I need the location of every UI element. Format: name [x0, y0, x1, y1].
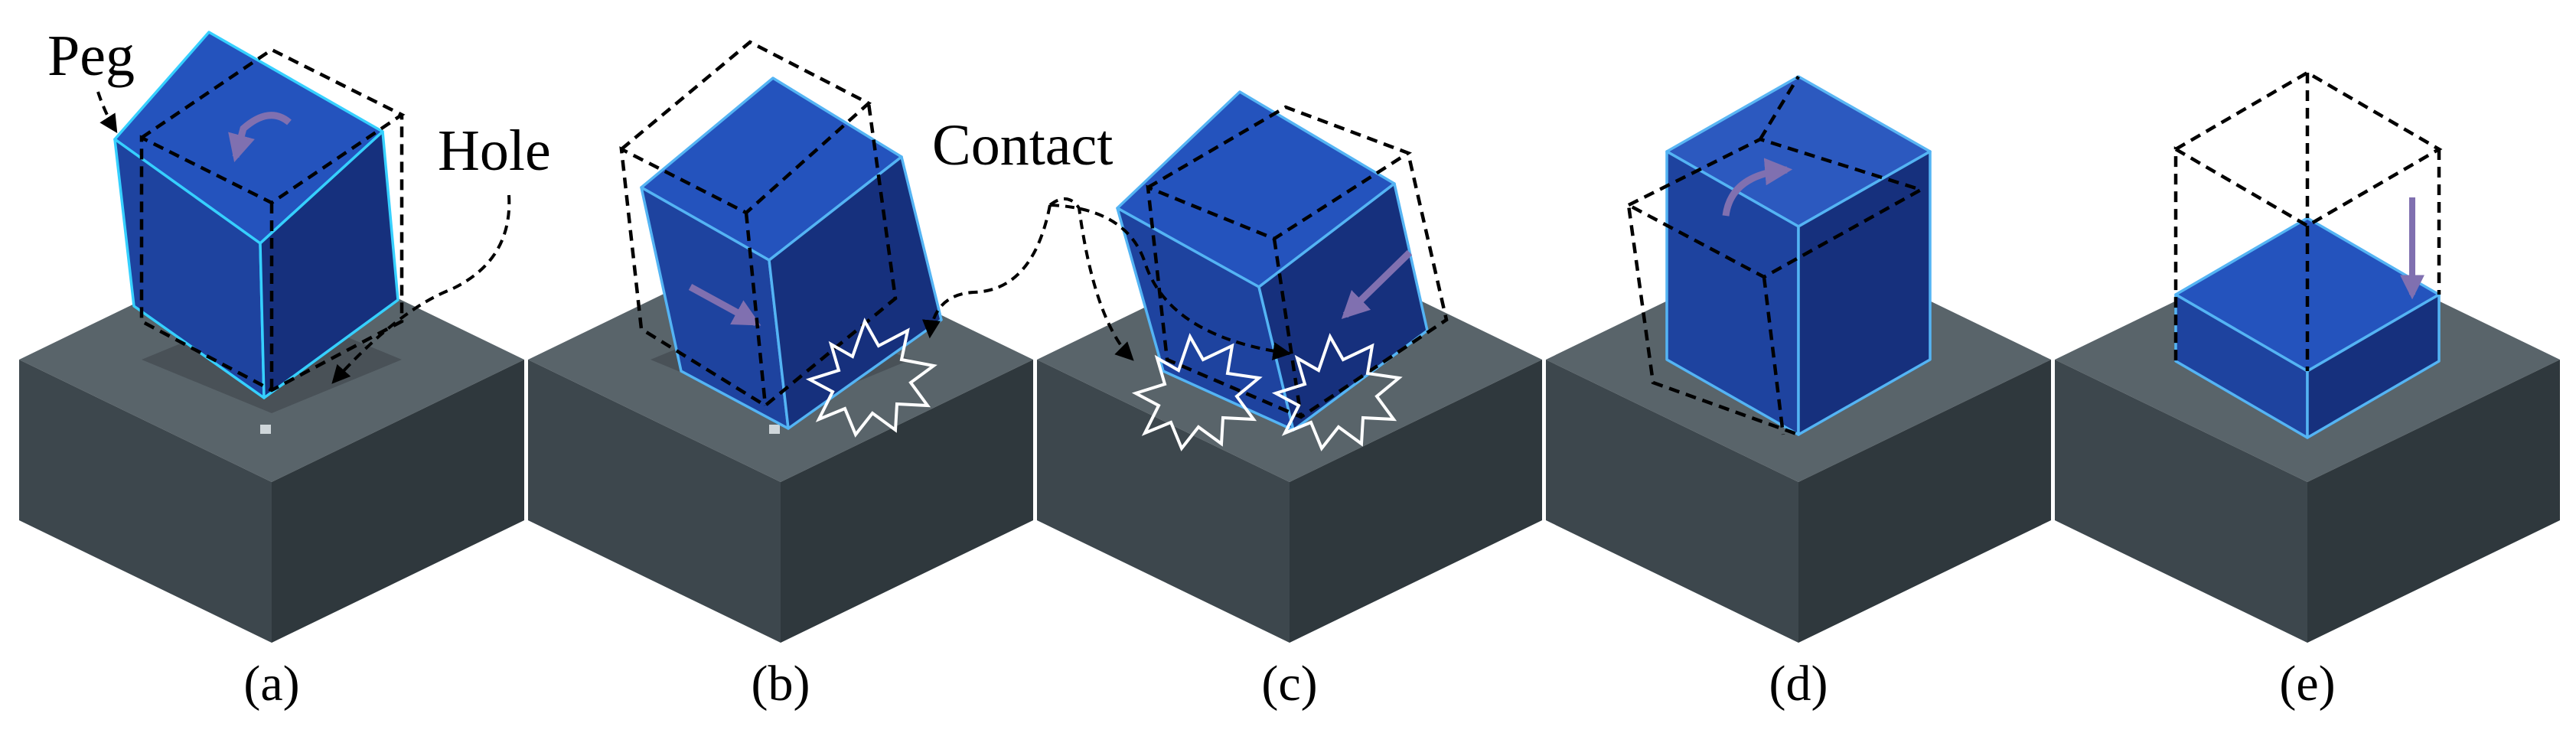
ghost-outline [619, 40, 898, 408]
contact-label: Contact [932, 113, 1113, 178]
peg-block [113, 31, 399, 399]
panel-d [1546, 75, 2051, 643]
panel-a [19, 31, 524, 643]
rotation-arrow-icon [1722, 158, 1793, 217]
contact-leader [922, 204, 1052, 339]
peg-leader [96, 91, 118, 134]
motion-arrow-icon [1341, 249, 1413, 320]
panel-label-d: (d) [1769, 656, 1828, 712]
hole-label: Hole [438, 119, 551, 183]
ghost-outline [1626, 75, 1925, 437]
panel-label-e: (e) [2279, 656, 2335, 712]
contact-burst-icon [1131, 333, 1263, 451]
contact-burst-icon [1271, 333, 1403, 451]
panel-b [528, 40, 1033, 643]
rotation-arrow-icon [228, 112, 292, 162]
panel-label-a: (a) [243, 656, 299, 712]
peg-block [1665, 75, 1932, 436]
panel-c [922, 90, 1542, 643]
contact-burst-icon [805, 318, 937, 438]
panel-label-b: (b) [752, 656, 810, 712]
panel-e [2055, 70, 2560, 643]
motion-arrow-icon [688, 284, 761, 326]
ghost-outline [2173, 70, 2443, 371]
contact-leader [1048, 197, 1134, 361]
contact-leader [1049, 204, 1292, 360]
peg-block [2174, 197, 2441, 439]
hole-leader [331, 194, 511, 384]
panel-label-c: (c) [1261, 656, 1317, 712]
peg-block [640, 77, 943, 430]
ghost-outline [139, 47, 406, 393]
peg-label: Peg [47, 24, 135, 88]
